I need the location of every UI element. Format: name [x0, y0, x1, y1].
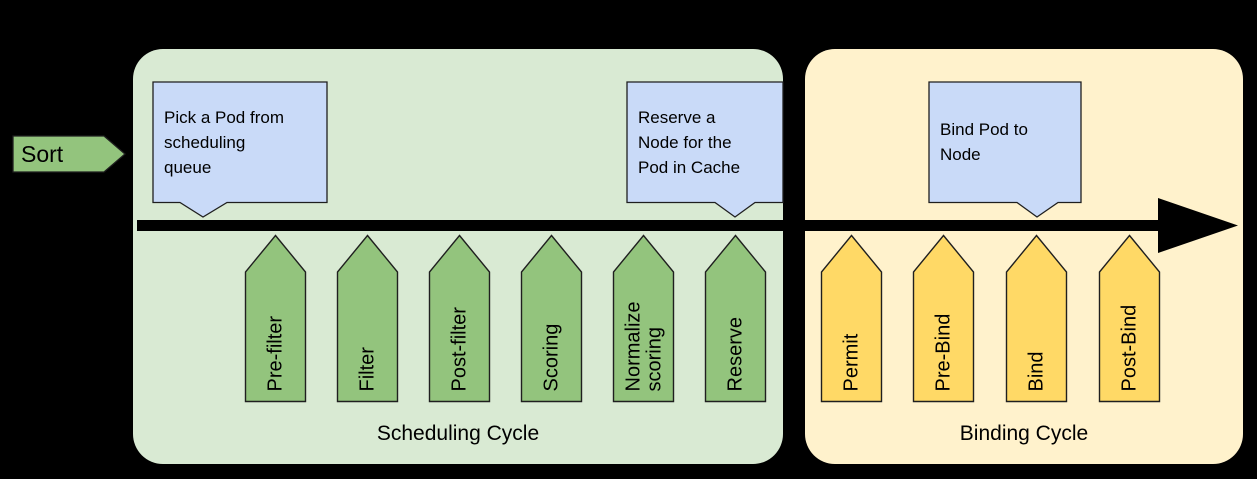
- callout-reserve-node: Reserve a Node for the Pod in Cache: [626, 81, 784, 219]
- extension-point-permit: Permit: [820, 234, 883, 403]
- extension-point-label: Scoring: [540, 323, 562, 391]
- callout-bubble-shape: [928, 81, 1082, 218]
- extension-point-pre-filter: Pre-filter: [244, 234, 307, 403]
- timeline-arrow-shaft: [137, 220, 1160, 231]
- extension-point-post-bind: Post-Bind: [1098, 234, 1161, 403]
- extension-point-scoring: Scoring: [520, 234, 583, 403]
- extension-point-bind: Bind: [1005, 234, 1068, 403]
- callout-bind-pod-text: Bind Pod to Node: [940, 120, 1028, 164]
- sort-label: Sort: [21, 140, 64, 167]
- callout-reserve-node-text: Reserve a Node for the Pod in Cache: [638, 107, 741, 177]
- extension-point-label: Permit: [840, 333, 862, 391]
- binding-cycle-label: Binding Cycle: [959, 422, 1089, 445]
- extension-point-label: Filter: [356, 346, 378, 391]
- extension-point-label: Pre-filter: [264, 315, 286, 391]
- extension-point-label: Reserve: [724, 316, 746, 391]
- callout-bubble-shape: [626, 81, 784, 218]
- extension-point-label: Post-Bind: [1118, 304, 1140, 391]
- extension-point-label: Post-filter: [448, 306, 470, 391]
- callout-pick-pod-text: Pick a Pod from scheduling queue: [164, 107, 284, 177]
- extension-point-reserve: Reserve: [704, 234, 767, 403]
- extension-point-label: Pre-Bind: [932, 313, 954, 391]
- sort-arrow-shape: [12, 135, 126, 173]
- callout-pick-pod: Pick a Pod from scheduling queue: [152, 81, 328, 219]
- scheduling-cycle-label: Scheduling Cycle: [376, 422, 540, 445]
- callout-bind-pod: Bind Pod to Node: [928, 81, 1082, 219]
- timeline-arrowhead: [1158, 198, 1238, 253]
- extension-point-normalize-scoring: Normalize scoring: [612, 234, 675, 403]
- extension-point-label: Bind: [1025, 350, 1047, 391]
- extension-point-filter: Filter: [336, 234, 399, 403]
- extension-point-post-filter: Post-filter: [428, 234, 491, 403]
- extension-point-label: Normalize scoring: [621, 300, 665, 391]
- extension-point-pre-bind: Pre-Bind: [912, 234, 975, 403]
- sort-arrow: Sort: [12, 135, 127, 173]
- callout-bubble-shape: [152, 81, 328, 218]
